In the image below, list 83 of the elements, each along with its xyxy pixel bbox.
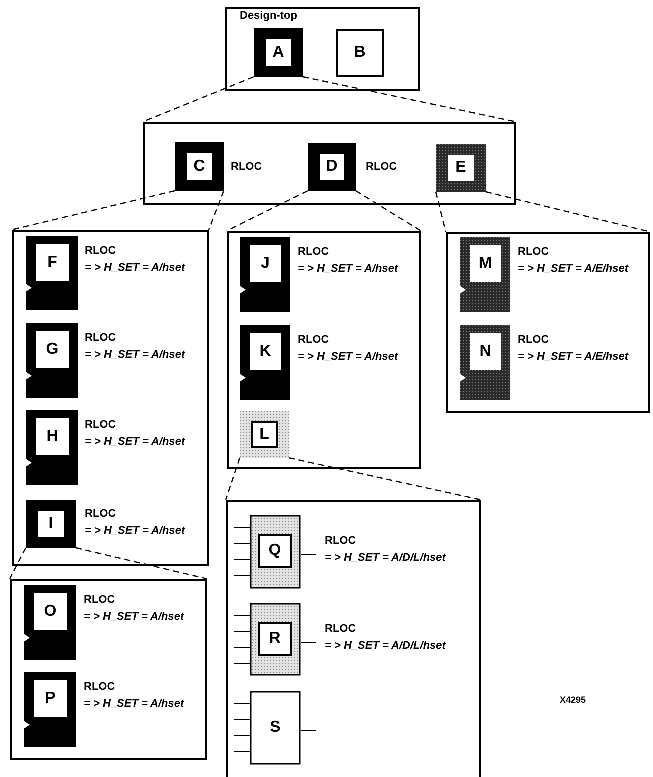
panel-title: Design-top bbox=[240, 10, 298, 22]
logic-block bbox=[26, 500, 76, 548]
dashed-connector bbox=[9, 548, 27, 580]
hierarchy-panel bbox=[225, 7, 420, 91]
attribute-label: RLOC bbox=[298, 333, 330, 347]
logic-block bbox=[24, 672, 76, 747]
block-label: A bbox=[272, 42, 286, 62]
attribute-value: = > H_SET = A/hset bbox=[85, 261, 186, 275]
attribute-value: = > H_SET = A/hset bbox=[298, 350, 398, 364]
dashed-connector bbox=[225, 458, 241, 500]
attribute-label: RLOC bbox=[84, 593, 116, 607]
block-label: G bbox=[45, 340, 60, 360]
block-label: I bbox=[48, 514, 54, 534]
logic-block bbox=[240, 411, 289, 458]
figure-id: X4295 bbox=[560, 695, 586, 705]
logic-block bbox=[460, 237, 510, 312]
attribute-label: RLOC bbox=[325, 622, 356, 636]
attribute-label: RLOC bbox=[85, 418, 116, 432]
hierarchy-panel bbox=[227, 231, 421, 469]
block-label: O bbox=[43, 602, 58, 622]
attribute-label: RLOC bbox=[85, 331, 116, 345]
block-label: L bbox=[258, 424, 270, 444]
logic-block bbox=[240, 325, 290, 400]
logic-block bbox=[336, 29, 384, 77]
block-label: P bbox=[44, 688, 57, 708]
hierarchy-panel bbox=[10, 579, 207, 760]
attribute-label: RLOC bbox=[231, 160, 262, 174]
dashed-connector bbox=[288, 457, 482, 501]
logic-block bbox=[24, 585, 76, 660]
block-label: K bbox=[258, 342, 272, 362]
block-label: F bbox=[46, 252, 58, 272]
attribute-label: RLOC bbox=[84, 680, 116, 694]
attribute-value: = > H_SET = A/hset bbox=[85, 348, 186, 362]
dashed-connector bbox=[356, 190, 422, 232]
attribute-label: RLOC bbox=[518, 245, 550, 259]
attribute-value: = > H_SET = A/E/hset bbox=[518, 262, 629, 276]
dashed-connector bbox=[486, 191, 650, 233]
attribute-value: = > H_SET = A/hset bbox=[84, 697, 184, 711]
block-label: M bbox=[478, 254, 494, 274]
block-label: E bbox=[454, 158, 468, 178]
logic-block bbox=[26, 410, 78, 485]
block-label: D bbox=[325, 157, 339, 177]
logic-block bbox=[26, 236, 78, 310]
attribute-label: RLOC bbox=[85, 244, 116, 258]
attribute-label: RLOC bbox=[298, 245, 330, 259]
logic-block bbox=[436, 144, 486, 192]
logic-block bbox=[234, 603, 316, 676]
attribute-value: = > H_SET = A/hset bbox=[85, 524, 186, 538]
dashed-connector bbox=[12, 190, 176, 231]
logic-block bbox=[308, 143, 356, 191]
attribute-label: RLOC bbox=[325, 534, 356, 548]
block-label: J bbox=[260, 254, 271, 274]
block-label: H bbox=[46, 426, 60, 446]
logic-block bbox=[234, 515, 316, 589]
logic-block bbox=[460, 325, 510, 400]
logic-block bbox=[175, 142, 224, 191]
attribute-label: RLOC bbox=[518, 333, 550, 347]
block-label: Q bbox=[268, 541, 282, 561]
hierarchy-panel bbox=[12, 230, 209, 566]
attribute-value: = > H_SET = A/hset bbox=[85, 435, 186, 449]
logic-block bbox=[240, 237, 290, 312]
dashed-connector bbox=[226, 190, 308, 232]
attribute-value: = > H_SET = A/D/L/hset bbox=[325, 639, 446, 653]
block-label: S bbox=[269, 718, 282, 738]
attribute-label: RLOC bbox=[366, 160, 398, 174]
logic-block bbox=[26, 323, 78, 398]
attribute-value: = > H_SET = A/E/hset bbox=[518, 350, 629, 364]
block-label: N bbox=[478, 342, 492, 362]
attribute-value: = > H_SET = A/D/L/hset bbox=[325, 551, 446, 565]
logic-block bbox=[254, 28, 303, 77]
block-label: C bbox=[192, 156, 206, 176]
dashed-connector bbox=[435, 192, 447, 232]
dashed-connector bbox=[208, 190, 225, 230]
hierarchy-panel bbox=[446, 232, 650, 413]
hierarchy-panel bbox=[143, 122, 516, 205]
hierarchy-panel bbox=[226, 500, 481, 777]
attribute-value: = > H_SET = A/hset bbox=[298, 262, 398, 276]
logic-block bbox=[234, 691, 316, 765]
block-label: B bbox=[353, 43, 367, 63]
attribute-value: = > H_SET = A/hset bbox=[84, 610, 184, 624]
attribute-label: RLOC bbox=[85, 507, 116, 521]
block-label: R bbox=[268, 629, 282, 649]
dashed-connector bbox=[302, 76, 516, 123]
